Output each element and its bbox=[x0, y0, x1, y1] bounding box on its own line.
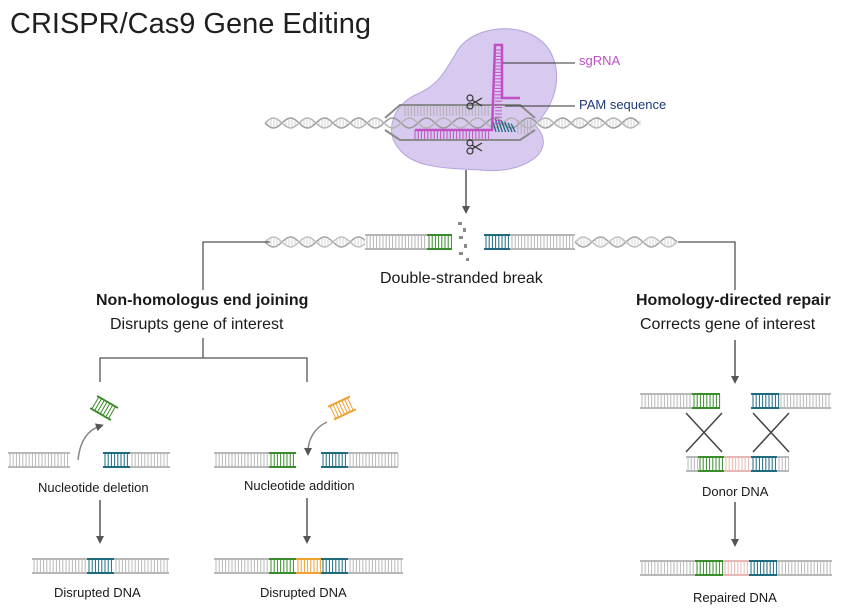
gene-segment-teal bbox=[751, 393, 780, 409]
dna-segment bbox=[32, 558, 87, 574]
gene-segment-teal bbox=[321, 452, 348, 468]
nucleotide-deletion-label: Nucleotide deletion bbox=[38, 480, 149, 495]
pam-sequence-label: PAM sequence bbox=[579, 97, 667, 112]
nhej-branch bbox=[99, 338, 204, 382]
hdr-title: Homology-directed repair bbox=[636, 292, 831, 309]
break-fragments bbox=[458, 222, 469, 261]
dna-segment bbox=[779, 393, 831, 409]
dna-segment bbox=[130, 452, 170, 468]
dna-segment bbox=[640, 560, 695, 576]
gene-segment-green bbox=[269, 558, 296, 574]
gene-segment-teal bbox=[321, 558, 348, 574]
scissors-icon bbox=[466, 94, 483, 110]
gene-segment-teal bbox=[749, 560, 778, 576]
gene-segment-green bbox=[692, 393, 721, 409]
target-dna bbox=[264, 104, 641, 141]
gene-segment-orange bbox=[296, 558, 321, 574]
donor-dna-label: Donor DNA bbox=[702, 484, 769, 499]
pam-sequence bbox=[491, 117, 532, 134]
deleted-nucleotides bbox=[89, 395, 119, 421]
dna-segment bbox=[348, 558, 403, 574]
gene-segment-teal bbox=[484, 234, 510, 250]
disrupted-dna-label: Disrupted DNA bbox=[260, 585, 347, 600]
disrupted-dna-label: Disrupted DNA bbox=[54, 585, 141, 600]
page-title: CRISPR/Cas9 Gene Editing bbox=[10, 8, 372, 40]
branch-line-right bbox=[678, 241, 736, 290]
nhej-subtitle: Disrupts gene of interest bbox=[110, 316, 284, 333]
sgrna-label: sgRNA bbox=[579, 53, 621, 68]
branch-line-left bbox=[202, 241, 270, 290]
deleted-fragment bbox=[89, 395, 119, 421]
nhej-title: Non-homologus end joining bbox=[96, 292, 309, 309]
hdr-subtitle: Corrects gene of interest bbox=[640, 316, 816, 333]
gene-segment-teal bbox=[87, 558, 114, 574]
donor-segment-pink bbox=[723, 560, 749, 576]
gene-segment-green bbox=[695, 560, 724, 576]
inserted-fragment bbox=[327, 395, 357, 421]
nhej-branch bbox=[203, 357, 308, 382]
dna-segment bbox=[640, 393, 692, 409]
dna-segment bbox=[214, 452, 269, 468]
scissors-icon bbox=[466, 139, 483, 155]
repaired-dna-label: Repaired DNA bbox=[693, 590, 777, 605]
gene-segment-teal bbox=[103, 452, 130, 468]
addition-arrow bbox=[304, 421, 328, 456]
dna-segment bbox=[214, 558, 269, 574]
dna-segment bbox=[114, 558, 169, 574]
homologous-crossover bbox=[685, 412, 790, 453]
dna-bubble-top-strand bbox=[384, 104, 536, 119]
dna-segment bbox=[777, 560, 832, 576]
dna-segment bbox=[365, 234, 427, 250]
gene-segment-green bbox=[698, 456, 724, 472]
dna-segment bbox=[348, 452, 399, 468]
nucleotide-addition-label: Nucleotide addition bbox=[244, 478, 355, 493]
cas9-protein bbox=[391, 28, 558, 172]
dna-ladder bbox=[267, 118, 641, 128]
inserted-nucleotides bbox=[327, 395, 357, 421]
broken-dna bbox=[264, 222, 678, 261]
gene-segment-green bbox=[269, 452, 296, 468]
gene-segment-green bbox=[427, 234, 452, 250]
sgrna-strand bbox=[415, 43, 520, 132]
double-stranded-break-label: Double-stranded break bbox=[380, 270, 543, 287]
gene-segment-teal bbox=[751, 456, 777, 472]
dna-ladder bbox=[404, 106, 489, 116]
deletion-arrow bbox=[77, 423, 104, 461]
dna-segment bbox=[777, 456, 790, 472]
dna-bubble-bottom-strand bbox=[384, 129, 536, 141]
dna-segment bbox=[510, 234, 575, 250]
sgrna-pairing bbox=[414, 130, 490, 139]
donor-segment-pink bbox=[724, 456, 751, 472]
dna-segment bbox=[8, 452, 70, 468]
dna-segment bbox=[686, 456, 699, 472]
